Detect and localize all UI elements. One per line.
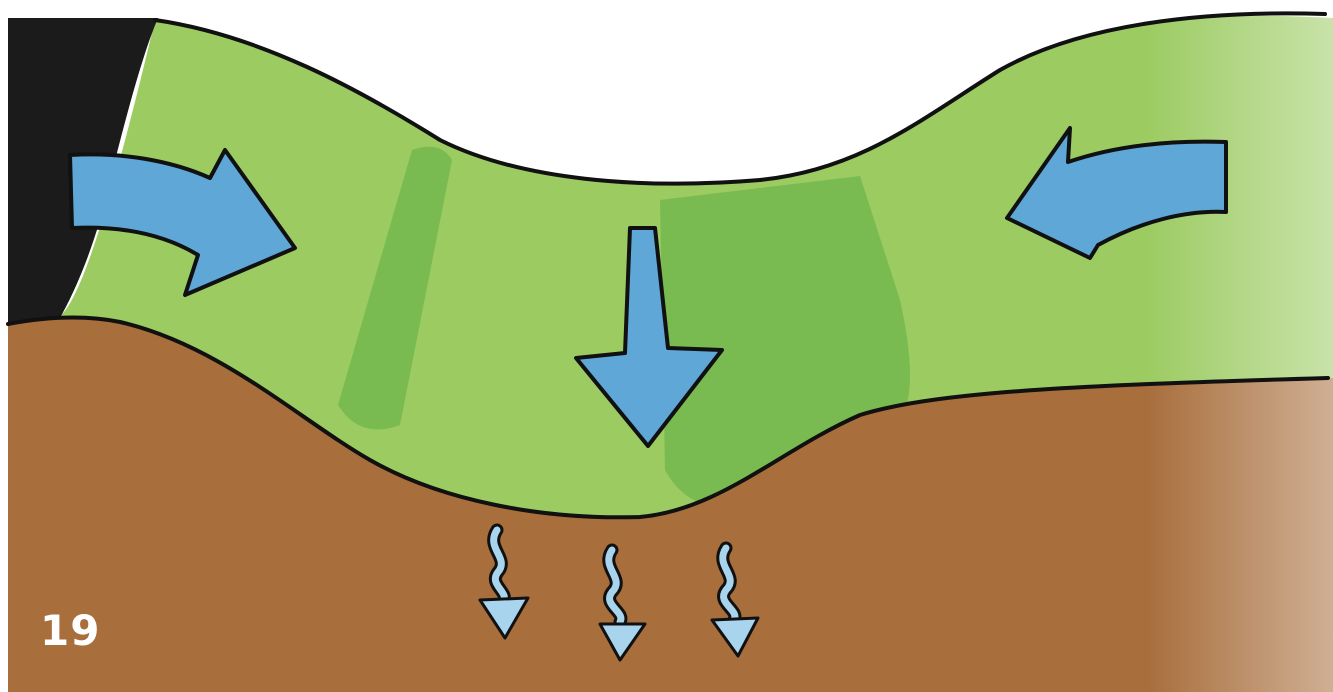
figure-number: 19 <box>40 610 100 652</box>
